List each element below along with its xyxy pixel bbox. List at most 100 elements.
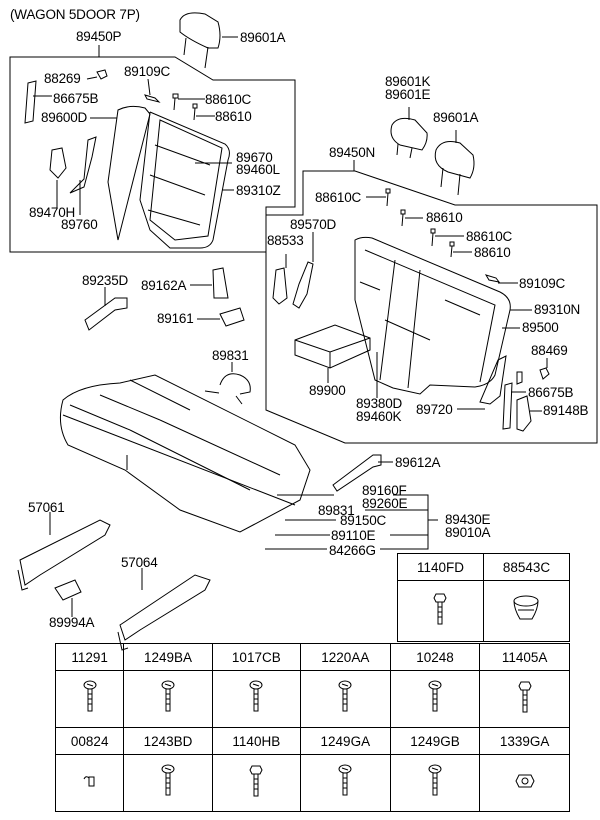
callout-89110E[interactable]: 89110E (331, 528, 376, 543)
rail-57064-icon (117, 568, 211, 651)
screw-icon (161, 764, 175, 795)
seatback-front-icon (90, 105, 234, 249)
clip-icon (83, 775, 95, 786)
callout-88610[interactable]: 88610 (215, 109, 252, 124)
callout-89310N[interactable]: 89310N (534, 302, 581, 317)
seatback-rear-icon (354, 236, 532, 395)
callout-89310Z[interactable]: 89310Z (236, 183, 281, 198)
fastener-part-number[interactable]: 1140HB (211, 727, 301, 755)
fastener-part-number[interactable]: 1220AA (299, 643, 391, 671)
callout-89160F[interactable]: 89160F (362, 483, 407, 498)
nut-icon (515, 774, 535, 787)
callout-89109C[interactable]: 89109C (124, 64, 171, 79)
callout-89612A[interactable]: 89612A (395, 455, 441, 470)
clip-88469-icon (539, 358, 550, 380)
bracket-89109C-2-icon (484, 274, 518, 284)
bracket-89994A-icon (54, 579, 82, 617)
trim-86675B-2-icon (502, 371, 526, 430)
callout-88469[interactable]: 88469 (531, 343, 568, 358)
harness-89831-icon (204, 362, 251, 405)
fastener-icon-cell (482, 580, 571, 642)
callout-88610C-2[interactable]: 88610C (315, 190, 362, 205)
seat-cushion-icon (59, 374, 336, 550)
recliner-89760-icon (69, 136, 97, 215)
callout-89460K[interactable]: 89460K (356, 409, 402, 424)
fastener-part-number[interactable]: 1017CB (211, 643, 301, 671)
screw-icon (338, 680, 352, 711)
headrest-rear-right-icon (434, 130, 475, 196)
callout-88610C-3[interactable]: 88610C (466, 229, 513, 244)
fastener-part-number[interactable]: 88543C (482, 553, 571, 581)
callout-89600D[interactable]: 89600D (41, 110, 88, 125)
fastener-part-number[interactable]: 00824 (54, 727, 125, 755)
callout-89900[interactable]: 89900 (309, 383, 346, 398)
callout-86675B-2[interactable]: 86675B (528, 385, 574, 400)
bolt-88610-icon (192, 103, 215, 121)
screw-icon (338, 764, 352, 795)
callout-88610-2[interactable]: 88610 (426, 210, 463, 225)
bolt-88610C-3-icon (430, 228, 464, 247)
callout-89161[interactable]: 89161 (157, 311, 194, 326)
callout-89460L[interactable]: 89460L (236, 162, 280, 177)
callout-89831-2[interactable]: 89831 (318, 503, 355, 518)
fastener-table: 11291 1249BA 1017CB 1220AA 10248 11405A … (54, 643, 570, 812)
fastener-part-number[interactable]: 1249GB (389, 727, 481, 755)
callout-89500[interactable]: 89500 (522, 320, 559, 335)
fastener-row-1-icons (54, 670, 570, 728)
callout-89670[interactable]: 89670 (236, 150, 273, 165)
callout-89994A[interactable]: 89994A (49, 615, 95, 630)
callout-89760[interactable]: 89760 (61, 217, 98, 232)
fastener-part-number[interactable]: 1140FD (397, 553, 484, 581)
callout-89148B[interactable]: 89148B (543, 403, 589, 418)
callout-89260E[interactable]: 89260E (362, 496, 408, 511)
trim-86675B-icon (24, 80, 52, 124)
callout-89010A[interactable]: 89010A (445, 525, 491, 540)
fastener-part-number[interactable]: 11405A (479, 643, 570, 671)
callout-86675B[interactable]: 86675B (53, 91, 99, 106)
callout-89235D[interactable]: 89235D (82, 273, 129, 288)
bracket-89612A-icon (332, 454, 393, 492)
fastener-part-number[interactable]: 1243BD (123, 727, 213, 755)
callout-89470H[interactable]: 89470H (29, 205, 76, 220)
trim-88533-icon (272, 254, 288, 305)
fastener-part-number[interactable]: 1249GA (299, 727, 391, 755)
cover-89148B-icon (516, 395, 542, 432)
callout-89430E[interactable]: 89430E (445, 512, 491, 527)
flange-bolt-icon (433, 593, 448, 624)
fastener-part-number[interactable]: 1339GA (479, 727, 570, 755)
hex-bolt-icon (518, 681, 532, 712)
callout-89109C-2[interactable]: 89109C (519, 276, 566, 291)
fastener-part-number[interactable]: 11291 (54, 643, 125, 671)
callout-89601E[interactable]: 89601E (385, 87, 431, 102)
screw-icon (161, 680, 175, 711)
assembly-label-89450N[interactable]: 89450N (329, 145, 376, 160)
callout-57064[interactable]: 57064 (121, 555, 158, 570)
callout-89570D[interactable]: 89570D (290, 217, 337, 232)
callout-89380D[interactable]: 89380D (356, 396, 403, 411)
callout-57061[interactable]: 57061 (28, 500, 65, 515)
callout-89162A[interactable]: 89162A (141, 278, 187, 293)
callout-89831[interactable]: 89831 (212, 348, 249, 363)
callout-88269[interactable]: 88269 (44, 71, 81, 86)
callout-89150C[interactable]: 89150C (340, 513, 387, 528)
leader-89430E-bracket (365, 494, 438, 550)
headrest-front-icon (179, 12, 238, 69)
fastener-part-number[interactable]: 10248 (389, 643, 481, 671)
fastener-icon-cell (397, 580, 484, 642)
fastener-part-number[interactable]: 1249BA (123, 643, 213, 671)
callout-89720[interactable]: 89720 (416, 402, 453, 417)
cover-89162A-icon (190, 267, 229, 299)
fastener-table-small: 1140FD 88543C (397, 553, 571, 642)
diagram-title: (WAGON 5DOOR 7P) (10, 7, 140, 22)
flange-bolt-icon (249, 765, 263, 796)
callout-88610-3[interactable]: 88610 (474, 245, 511, 260)
callout-89601A-2[interactable]: 89601A (433, 110, 479, 125)
callout-88533[interactable]: 88533 (267, 233, 304, 248)
bolt-88610-3-icon (449, 241, 472, 258)
assembly-label-89450P[interactable]: 89450P (76, 29, 122, 44)
callout-88610C[interactable]: 88610C (205, 92, 252, 107)
callout-84266G[interactable]: 84266G (329, 543, 376, 558)
clip-88269-icon (86, 69, 108, 80)
callout-89601K[interactable]: 89601K (385, 74, 431, 89)
callout-89601A[interactable]: 89601A (240, 30, 286, 45)
